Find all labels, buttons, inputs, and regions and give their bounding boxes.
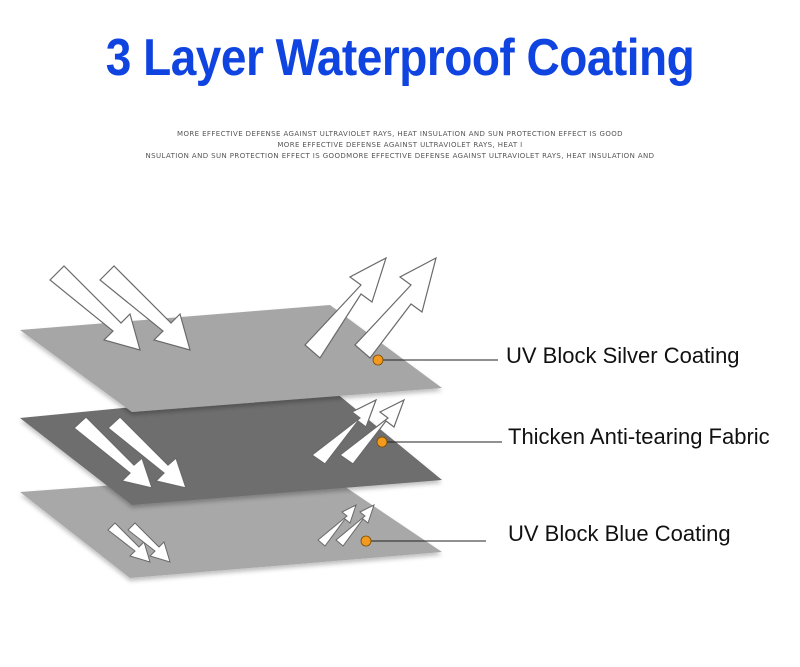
incoming-ray-arrow xyxy=(107,522,151,563)
reflected-ray-arrow xyxy=(304,256,388,359)
page-title: 3 Layer Waterproof Coating xyxy=(105,27,695,87)
reflected-ray-arrow xyxy=(317,504,357,547)
incoming-ray-arrow xyxy=(99,265,191,351)
marker-dot-fabric xyxy=(376,436,388,448)
layer-middle-fabric xyxy=(20,388,442,505)
marker-dot-silver xyxy=(372,354,384,366)
subtitle-line-1: MORE EFFECTIVE DEFENSE AGAINST ULTRAVIOL… xyxy=(177,130,623,138)
incoming-ray-arrow xyxy=(73,416,153,489)
incoming-ray-arrow xyxy=(127,522,171,563)
reflected-ray-arrow xyxy=(354,256,437,359)
label-silver-coating: UV Block Silver Coating xyxy=(506,343,740,368)
incoming-ray-arrow xyxy=(107,416,187,489)
subtitle-line-3: NSULATION AND SUN PROTECTION EFFECT IS G… xyxy=(145,152,655,160)
reflected-ray-arrow xyxy=(338,398,406,465)
marker-dot-blue xyxy=(360,535,372,547)
reflected-ray-arrow xyxy=(310,398,378,465)
subtitle-line-2: MORE EFFECTIVE DEFENSE AGAINST ULTRAVIOL… xyxy=(277,141,523,149)
label-anti-tearing-fabric: Thicken Anti-tearing Fabric xyxy=(508,424,770,449)
reflected-ray-arrow xyxy=(335,504,375,547)
incoming-ray-arrow xyxy=(49,265,141,351)
label-blue-coating: UV Block Blue Coating xyxy=(508,521,731,546)
